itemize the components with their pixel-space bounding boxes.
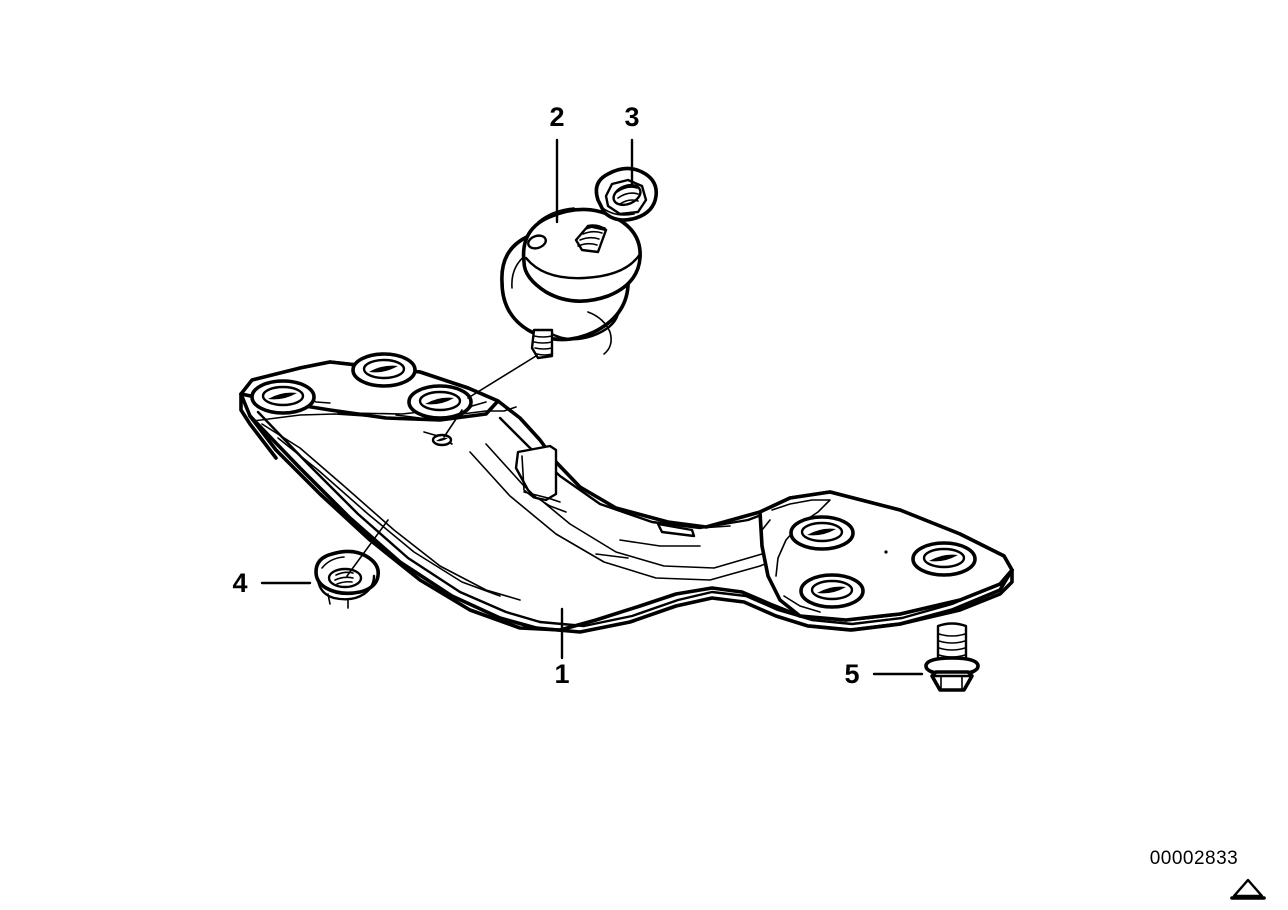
assembly-line-pin	[443, 409, 463, 438]
callout-number-3: 3	[624, 102, 639, 132]
diagram-id-label: 00002833	[1150, 848, 1239, 869]
assembly-line-grommet	[346, 519, 389, 577]
mount-lower-stud	[530, 328, 554, 360]
mount-hole-group-left	[250, 352, 473, 420]
crossmember-part[interactable]	[239, 352, 1014, 634]
locating-pin	[431, 433, 453, 447]
mount-upper-stud	[574, 224, 608, 254]
callout-number-1: 1	[554, 659, 569, 689]
callout-leaders	[260, 138, 924, 676]
rubber-grommet-part[interactable]	[314, 549, 381, 609]
flange-hex-bolt-part[interactable]	[924, 622, 980, 692]
transmission-mount-part[interactable]	[500, 207, 642, 360]
callout-number-2: 2	[549, 102, 564, 132]
warning-triangle-icon	[1230, 878, 1266, 900]
callout-number-5: 5	[844, 659, 859, 689]
assembly-line-mount	[467, 355, 537, 399]
mount-hole-group-right	[789, 515, 977, 609]
callout-number-4: 4	[232, 568, 247, 598]
hex-flange-nut-part[interactable]	[594, 166, 659, 222]
